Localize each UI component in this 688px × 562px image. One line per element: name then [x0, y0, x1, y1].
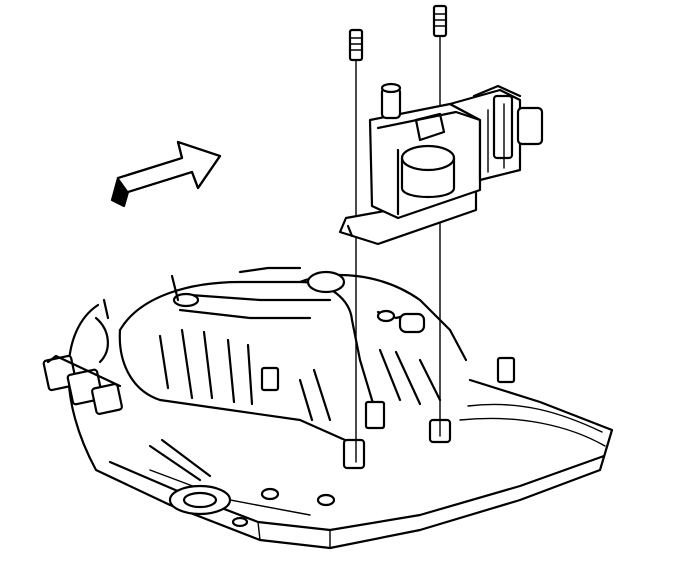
throttle-port	[306, 270, 346, 294]
mounting-stud	[348, 4, 448, 62]
runner-ribs	[158, 328, 442, 422]
alignment-lines	[355, 33, 441, 463]
wiring-connector	[42, 316, 123, 415]
intake-manifold	[42, 266, 614, 550]
sensor-plug	[376, 309, 426, 334]
direction-arrow	[110, 140, 222, 208]
ignition-coil-module-bracket	[338, 82, 544, 246]
manifold-bosses	[148, 403, 606, 528]
mounting-stud	[102, 274, 516, 470]
